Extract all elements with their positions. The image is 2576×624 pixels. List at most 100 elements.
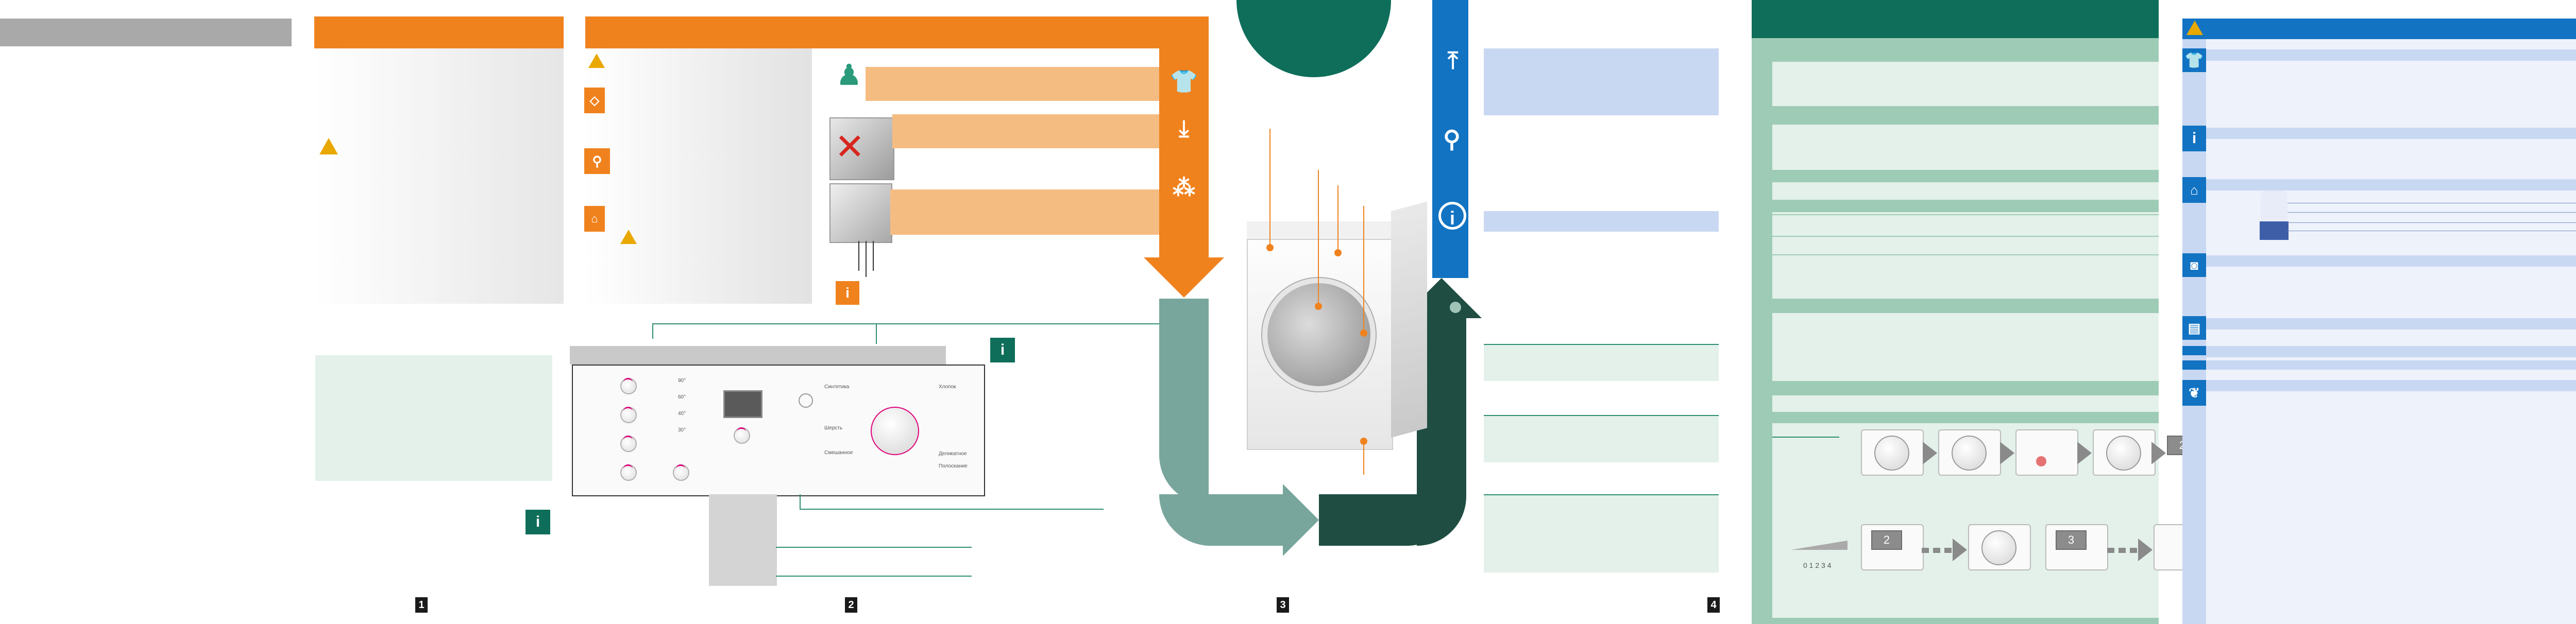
section-divider	[1772, 412, 2159, 423]
program-knob[interactable]	[620, 407, 637, 423]
water-tap-icon: ⚲	[1443, 126, 1461, 152]
callout-line	[1269, 129, 1270, 245]
page4-green-box-2	[1484, 415, 1719, 462]
page-number-4: 4	[1707, 597, 1720, 613]
program-name: Смешанное	[824, 450, 853, 456]
section-bar	[2206, 179, 2576, 190]
program-dial[interactable]	[871, 407, 919, 455]
row-bar-1	[866, 67, 1159, 101]
dial-knob	[2106, 436, 2141, 471]
lcd-display	[723, 390, 762, 418]
dial-knob	[1981, 530, 2016, 565]
temperature-label: 60°	[678, 394, 686, 400]
warning-icon	[620, 230, 637, 244]
page6-header	[2182, 19, 2576, 39]
dashed-connector	[1922, 548, 1953, 553]
start-button[interactable]	[734, 427, 750, 444]
dial-knob	[1874, 436, 1909, 471]
callout-dot	[1266, 244, 1274, 251]
section-divider	[1772, 170, 2159, 182]
section-bar	[2206, 128, 2576, 139]
panel-gray-tab	[709, 494, 777, 586]
page1-gray-box	[314, 48, 564, 304]
section-bar-dark	[2182, 346, 2206, 355]
section-divider	[1772, 106, 2159, 125]
leader-line	[873, 241, 874, 271]
page2-gray-box	[585, 48, 812, 304]
step-arrow	[1953, 539, 1967, 561]
callout-line	[1337, 185, 1338, 250]
panel-callout	[800, 509, 1104, 510]
teal-flow-arrow-bottom	[1159, 494, 1283, 546]
panel-callout	[876, 323, 877, 344]
callout-line	[1318, 170, 1319, 304]
page-number-3: 3	[1277, 597, 1289, 613]
section-line	[1772, 214, 2159, 215]
callout-dot	[1315, 303, 1322, 310]
program-name: Деликатное	[939, 451, 967, 457]
leader-line	[858, 241, 859, 271]
info-icon: i	[2182, 126, 2206, 151]
arrow-dot	[1450, 302, 1461, 313]
step-display: 2	[1871, 530, 1902, 550]
power-button[interactable]	[799, 393, 813, 408]
section-line	[1772, 236, 2159, 237]
program-knob[interactable]	[620, 378, 637, 394]
panel-callout	[776, 547, 972, 548]
panel-callout	[800, 494, 801, 510]
section-bar	[2206, 318, 2576, 330]
section-line	[2287, 222, 2576, 223]
spin-knob[interactable]	[673, 464, 689, 481]
washing-machine-side	[1391, 201, 1427, 438]
program-knob[interactable]	[620, 436, 637, 452]
program-name: Полоскание	[939, 463, 968, 469]
info-icon: i	[990, 338, 1015, 362]
temperature-label: 90°	[678, 378, 686, 384]
callout-line	[1363, 206, 1364, 331]
page-number-2: 2	[845, 597, 857, 613]
volume-wedge	[1791, 541, 1848, 550]
washing-machine-top	[1247, 221, 1391, 240]
program-knob[interactable]	[620, 464, 637, 481]
step-display: 3	[2056, 530, 2087, 550]
page4-green-box-1	[1484, 344, 1719, 381]
drum-image	[829, 117, 894, 180]
info-icon: i	[526, 510, 550, 534]
section-bar	[2206, 380, 2576, 391]
detergent-drawer-image	[829, 183, 892, 243]
load-arrow-icon: ⤓	[1179, 116, 1189, 141]
section-divider	[1772, 381, 2159, 395]
detergent-icon: ⌂	[584, 206, 605, 232]
tshirt-icon: 👕	[2182, 48, 2206, 72]
section-line	[1772, 437, 1839, 438]
page1-header-bar	[0, 19, 292, 46]
warning-icon	[588, 54, 605, 68]
step-arrow	[1923, 442, 1937, 464]
step-arrow	[2151, 442, 2166, 464]
care-label-icon: ⌂	[2182, 177, 2206, 203]
step-arrow	[2077, 442, 2092, 464]
scale-digits: 0 1 2 3 4	[1803, 561, 1832, 569]
panel-callout	[776, 576, 972, 577]
panel-callout	[652, 323, 653, 339]
leader-line	[866, 241, 867, 277]
orange-arrow-head	[1144, 257, 1224, 298]
section-line	[1772, 254, 2159, 255]
row-bar-2	[892, 114, 1159, 148]
page2-orange-header	[585, 16, 1185, 48]
step-arrow	[2138, 539, 2153, 561]
blue-column-inner	[1432, 0, 1468, 278]
care-symbols-image	[2260, 221, 2289, 240]
tshirt-icon: 👕	[1170, 69, 1198, 94]
panel-callout-top	[652, 323, 1178, 324]
orange-arrow-shaft	[1159, 16, 1209, 258]
page4-info-box-1	[1484, 48, 1719, 115]
shirt-care-image	[2261, 190, 2287, 220]
section-bar	[2206, 346, 2576, 357]
info-icon: i	[836, 281, 859, 305]
temperature-label: 30°	[678, 427, 686, 433]
prohibited-mark: ✕	[835, 127, 865, 167]
teal-arrow-head	[1283, 484, 1319, 556]
panel-header-strip	[570, 346, 946, 365]
callout-dot	[1360, 330, 1367, 337]
